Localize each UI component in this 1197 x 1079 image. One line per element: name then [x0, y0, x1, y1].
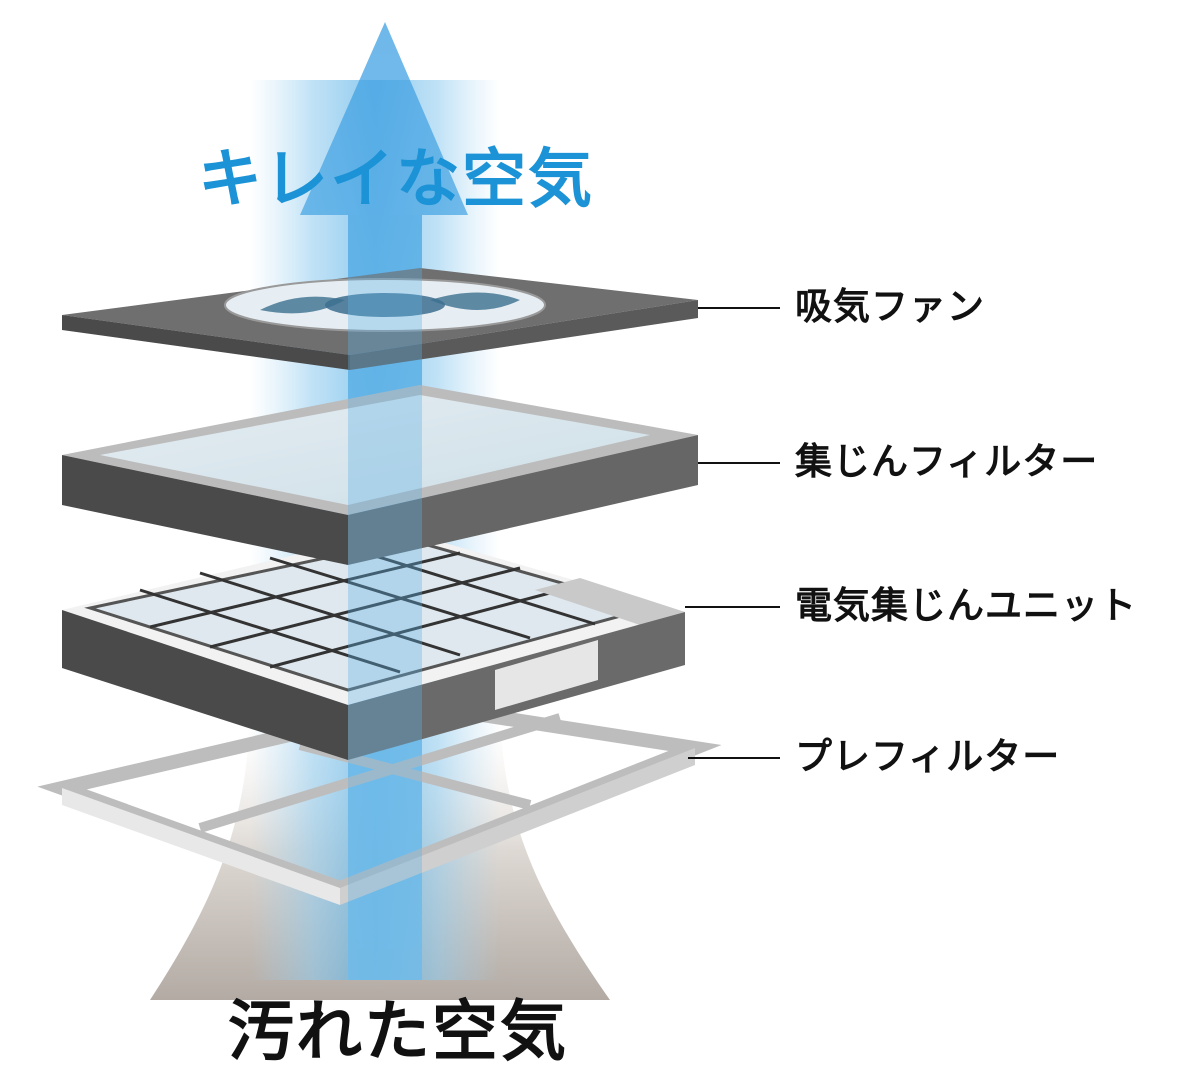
layer-label-pre-filter: プレフィルター	[795, 735, 1061, 778]
dust-filter-layer	[62, 385, 698, 565]
electrostatic-unit-layer	[62, 530, 685, 760]
intake-fan-layer	[62, 268, 698, 370]
leader-line-electrostatic-unit	[685, 606, 780, 608]
layer-label-dust-filter: 集じんフィルター	[795, 440, 1099, 483]
pre-filter-layer	[37, 697, 722, 905]
layer-label-electrostatic-unit: 電気集じんユニット	[795, 584, 1137, 627]
dirty-air-label: 汚れた空気	[228, 993, 568, 1070]
leader-line-pre-filter	[688, 757, 780, 759]
layer-label-intake-fan: 吸気ファン	[795, 285, 985, 328]
leader-line-intake-fan	[698, 307, 780, 309]
leader-line-dust-filter	[698, 462, 780, 464]
clean-air-label: キレイな空気	[198, 143, 594, 217]
